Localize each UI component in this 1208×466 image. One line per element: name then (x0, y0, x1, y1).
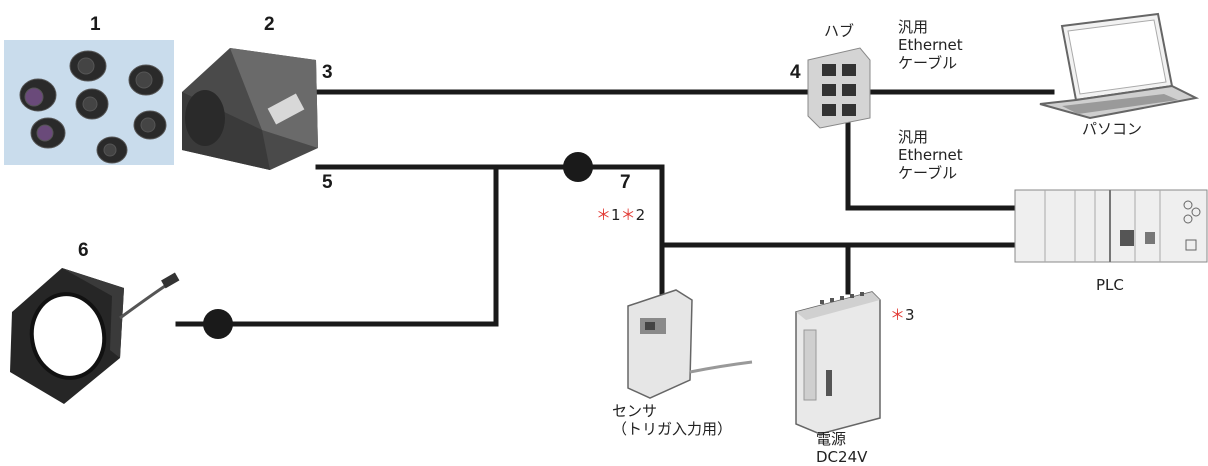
plc-label: PLC (1096, 276, 1124, 294)
hub-label: ハブ (824, 22, 855, 40)
number-hub: 4 (790, 62, 801, 83)
number-io-cable: 5 (322, 172, 333, 193)
sensor-device (627, 289, 753, 399)
laptop-icon (1039, 12, 1200, 120)
note-marker-branch: ＊1＊2 (596, 204, 645, 225)
camera-photo (182, 48, 318, 170)
lens-photo (4, 40, 174, 165)
number-branch: 7 (620, 172, 631, 193)
note-1: 1 (611, 206, 621, 224)
pc-label: パソコン (1082, 120, 1143, 138)
note-marker-power: ＊3 (890, 304, 915, 325)
junction-dot-light (203, 309, 233, 339)
hub-plc-cable (845, 117, 1018, 211)
sensor-label: センサ （トリガ入力用） (612, 402, 733, 438)
number-lens: 1 (90, 14, 101, 35)
asterisk-3: ＊ (890, 306, 906, 324)
plc-device (1014, 189, 1208, 263)
ring-light-photo (10, 268, 180, 404)
power-supply-device (795, 291, 881, 435)
hub-device (807, 47, 871, 129)
number-camera-cable: 3 (322, 62, 333, 83)
number-camera: 2 (264, 14, 275, 35)
ethernet-cable-label-top: 汎用 Ethernet ケーブル (898, 18, 963, 72)
note-2: 2 (635, 206, 646, 224)
ethernet-cable-label-mid: 汎用 Ethernet ケーブル (898, 128, 963, 182)
number-light: 6 (78, 240, 89, 261)
asterisk-2: ＊ (620, 206, 636, 224)
connection-lines (175, 89, 1055, 327)
note-3: 3 (905, 306, 915, 324)
light-cable (175, 164, 499, 327)
junction-dot-top (563, 152, 593, 182)
power-label: 電源 DC24V (816, 430, 868, 466)
asterisk-1: ＊ (596, 206, 612, 224)
